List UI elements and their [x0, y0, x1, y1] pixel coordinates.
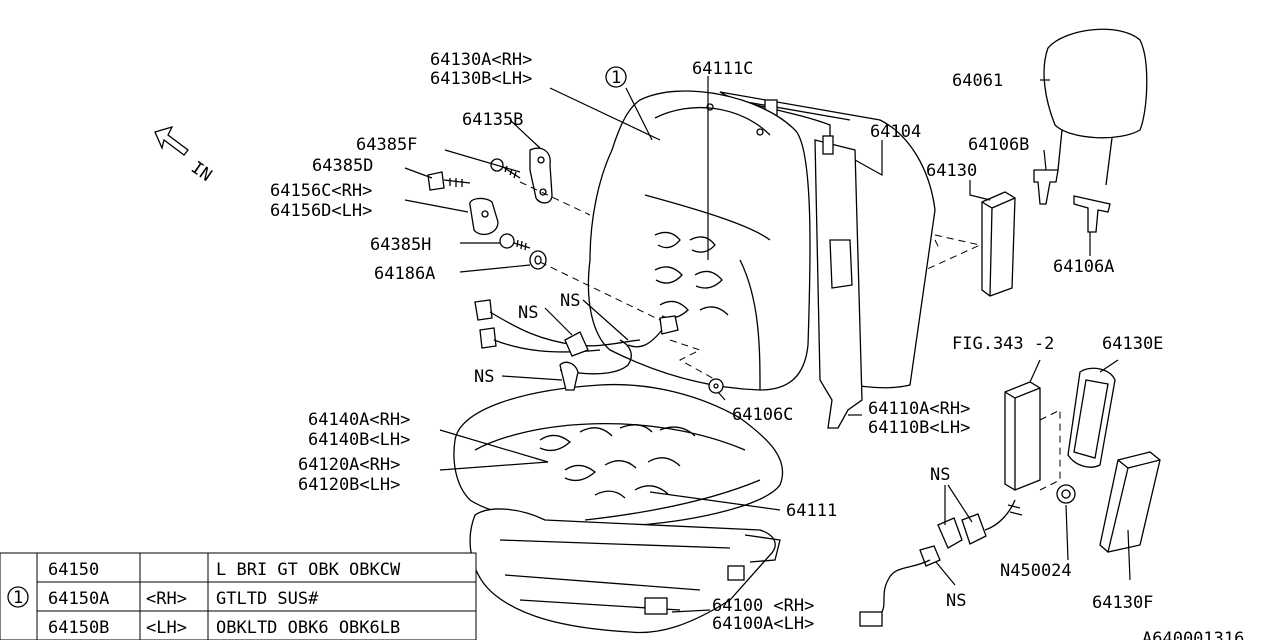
label-64385h: 64385H: [370, 235, 431, 255]
label-64130f: 64130F: [1092, 593, 1153, 613]
table-r3-part: 64150B: [48, 618, 109, 638]
table-r2-side: <RH>: [146, 589, 187, 609]
side-parts: [981, 191, 1161, 553]
label-64106c: 64106C: [732, 405, 793, 425]
label-64111: 64111: [786, 501, 837, 521]
label-64106a: 64106A: [1053, 257, 1114, 277]
label-64120a: 64120A<RH>: [298, 455, 400, 475]
label-64130a: 64130A<RH>: [430, 50, 532, 70]
label-64385f: 64385F: [356, 135, 417, 155]
label-ns-2: NS: [518, 303, 538, 323]
label-64156d: 64156D<LH>: [270, 201, 372, 221]
table-r2-spec: GTLTD SUS#: [216, 589, 319, 609]
label-drawing-number: A640001316: [1142, 629, 1244, 640]
label-64135b: 64135B: [462, 110, 523, 130]
label-ns-5: NS: [946, 591, 966, 611]
callout-labels: 64130A<RH> 64130B<LH> 1 64111C 64061 641…: [270, 50, 1244, 640]
label-64130: 64130: [926, 161, 977, 181]
ref-circle-1: [605, 66, 627, 88]
wire-harness: [474, 299, 1023, 627]
label-64120b: 64120B<LH>: [298, 475, 400, 495]
in-direction-arrow: IN: [154, 125, 215, 186]
label-64100: 64100 <RH>: [712, 596, 814, 616]
seat-back-frame: [719, 91, 936, 429]
label-64156c: 64156C<RH>: [270, 181, 372, 201]
label-64100a: 64100A<LH>: [712, 614, 814, 634]
leader-lines: [404, 76, 1131, 613]
label-64186a: 64186A: [374, 264, 435, 284]
label-64104: 64104: [870, 122, 921, 142]
seat-frame: [469, 508, 781, 634]
label-64130b: 64130B<LH>: [430, 69, 532, 89]
label-64130e: 64130E: [1102, 334, 1163, 354]
label-64061: 64061: [952, 71, 1003, 91]
table-r3-side: <LH>: [146, 618, 187, 638]
table-r2-part: 64150A: [48, 589, 109, 609]
label-64385d: 64385D: [312, 156, 373, 176]
label-n450024: N450024: [1000, 561, 1072, 581]
parts-table: 1 64150 L BRI GT OBK OBKCW 64150A <RH> G…: [0, 552, 477, 640]
ref-1-label: 1: [611, 68, 621, 88]
label-ns-3: NS: [474, 367, 494, 387]
label-fig343: FIG.343 -2: [952, 334, 1054, 354]
table-ref-circle: 1: [13, 588, 23, 608]
label-64106b: 64106B: [968, 135, 1029, 155]
table-r1-part: 64150: [48, 560, 99, 580]
label-ns-1: NS: [560, 291, 580, 311]
label-64110b: 64110B<LH>: [868, 418, 970, 438]
headrest: [1033, 28, 1148, 233]
label-64140b: 64140B<LH>: [308, 430, 410, 450]
table-r3-spec: OBKLTD OBK6 OBK6LB: [216, 618, 400, 638]
in-label: IN: [187, 158, 215, 186]
table-r1-spec: L BRI GT OBK OBKCW: [216, 560, 401, 580]
label-64111c: 64111C: [692, 59, 753, 79]
label-ns-4: NS: [930, 465, 950, 485]
assembly-lines: [519, 181, 982, 381]
label-64110a: 64110A<RH>: [868, 399, 970, 419]
label-64140a: 64140A<RH>: [308, 410, 410, 430]
seat-cushion: [453, 383, 784, 527]
seat-back-cushion: [587, 90, 811, 391]
